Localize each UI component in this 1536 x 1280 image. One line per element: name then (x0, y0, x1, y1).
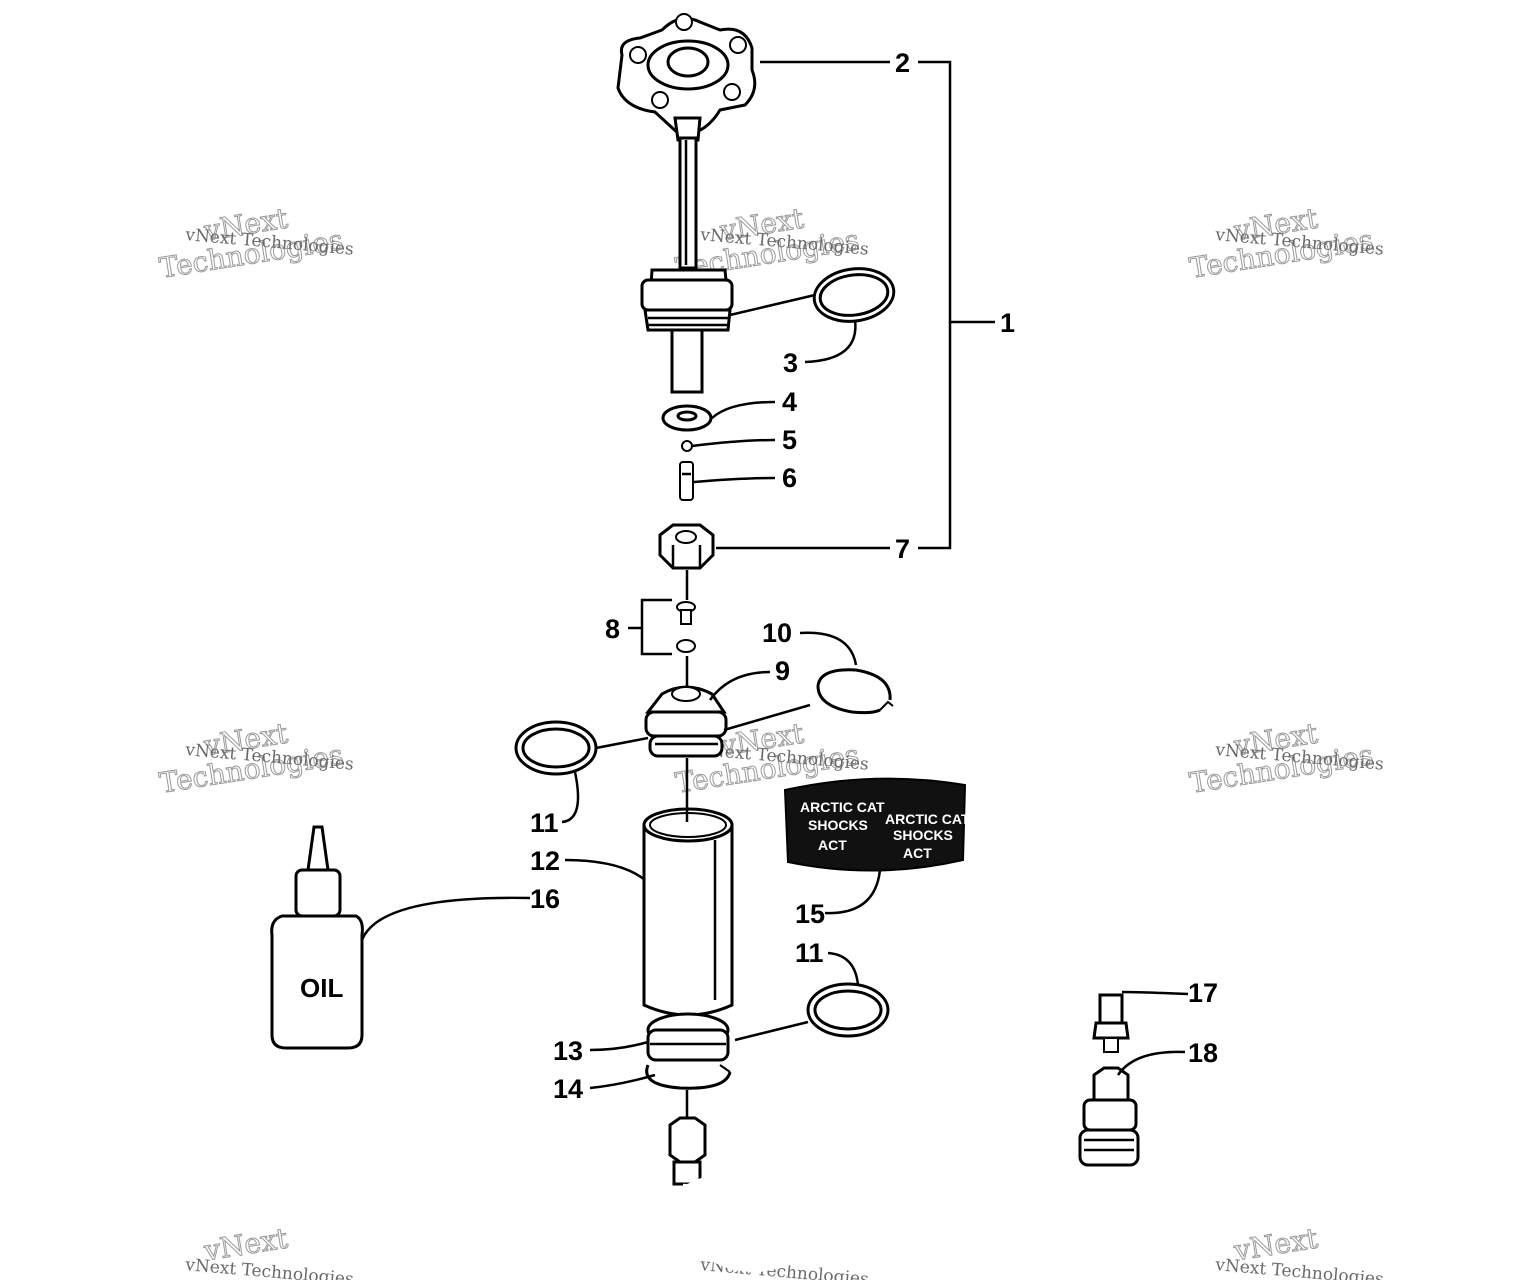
part-12-tube (642, 807, 734, 1017)
part-9-piston (644, 685, 728, 758)
part-body-housing (640, 268, 734, 394)
callout-6: 6 (782, 463, 797, 493)
callout-4: 4 (782, 387, 797, 417)
decal-left-logo: ACT (818, 837, 847, 853)
callout-13: 13 (553, 1036, 583, 1066)
part-11-ring-lower (806, 982, 890, 1038)
part-13-end-cap (646, 1012, 730, 1062)
watermark-small: vNext Technologies (184, 1255, 355, 1280)
callout-7: 7 (895, 534, 910, 564)
part-8-valve (676, 601, 696, 653)
callout-5: 5 (782, 425, 797, 455)
callout-16: 16 (530, 884, 560, 914)
callout-15: 15 (795, 899, 825, 929)
part-shaft (678, 136, 698, 270)
part-14-snap-ring (645, 1064, 732, 1090)
part-2-knob (616, 13, 757, 142)
callout-9: 9 (775, 656, 790, 686)
callout-labels: 1 2 3 4 5 6 7 8 9 10 11 11 12 13 14 15 1… (530, 48, 1218, 1104)
decal-right-line2: SHOCKS (893, 827, 953, 843)
part-15-decal: ARCTIC CAT SHOCKS ACT ARCTIC CAT SHOCKS … (783, 777, 970, 872)
part-3-o-ring (812, 267, 896, 323)
callout-10: 10 (762, 618, 792, 648)
callout-3: 3 (783, 348, 798, 378)
callout-2: 2 (895, 48, 910, 78)
decal-left-line1: ARCTIC CAT (800, 799, 885, 815)
callout-12: 12 (530, 846, 560, 876)
decal-left-line2: SHOCKS (808, 817, 868, 833)
decal-right-line1: ARCTIC CAT (885, 811, 970, 827)
callout-14: 14 (553, 1074, 583, 1104)
part-10-split-ring (816, 668, 894, 715)
part-16-oil-bottle: OIL (270, 825, 364, 1050)
part-4-washer (661, 404, 713, 432)
callout-18: 18 (1188, 1038, 1218, 1068)
callout-11-upper: 11 (530, 808, 559, 838)
callout-1: 1 (1000, 308, 1015, 338)
leader-lines (360, 60, 1189, 1118)
watermark-group: vNext Technologies vNext Technologies vN… (157, 201, 1385, 1280)
part-hose-fitting-lower (668, 1116, 707, 1186)
decal-right-logo: ACT (903, 845, 932, 861)
callout-8: 8 (605, 614, 620, 644)
callout-11-lower: 11 (795, 938, 824, 968)
part-11-ring-upper (514, 720, 598, 776)
watermark-small: vNext Technologies (1214, 1255, 1385, 1280)
part-6-pin (679, 461, 694, 501)
bottle-label: OIL (300, 973, 343, 1003)
part-7-hex-nut (658, 523, 715, 570)
callout-17: 17 (1188, 978, 1218, 1008)
part-5-ball (681, 440, 693, 452)
part-18-quick-coupler (1078, 1066, 1140, 1167)
part-17-hose (682, 932, 1130, 1273)
